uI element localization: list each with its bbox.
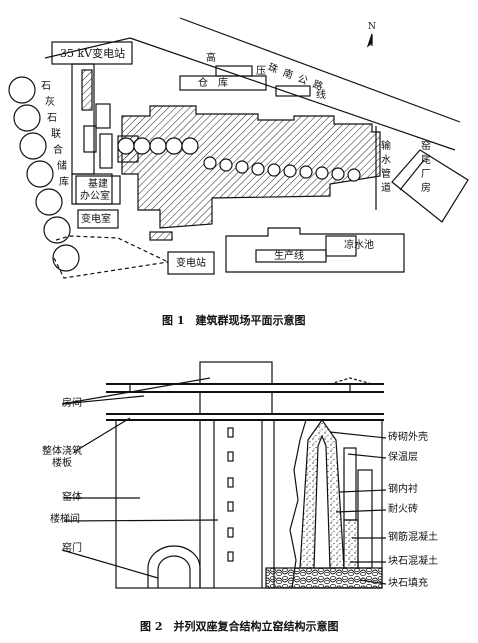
- ly-1: 石: [41, 81, 51, 92]
- substation-room-label: 变电室: [81, 214, 111, 225]
- left-leaders: [61, 377, 219, 579]
- floor-slab-label-1: 整体浇筑: [42, 446, 82, 457]
- kt-2: 尾: [421, 155, 431, 166]
- kiln-door-arch: [147, 545, 201, 588]
- room-label: 房间: [62, 398, 82, 409]
- kt-1: 窑: [421, 141, 431, 152]
- high-voltage-char-1: 高: [206, 53, 216, 64]
- rubble-concrete-label: 块石混凝土: [388, 556, 438, 567]
- limestone-silos: [8, 76, 80, 272]
- substation-room-box: [77, 209, 119, 229]
- cooling-pool-building: [225, 227, 405, 273]
- kiln-body: [115, 419, 383, 589]
- conveyor-blocks: [71, 63, 113, 205]
- ly-3: 石: [47, 113, 57, 124]
- figure1-site-plan: [8, 17, 469, 279]
- small-substation-box: [167, 251, 215, 275]
- ly-7: 库: [59, 177, 69, 188]
- kiln-tail-label: 窑 尾 厂 房: [420, 140, 432, 196]
- kt-4: 房: [421, 183, 431, 194]
- road-edge-south: [129, 37, 456, 151]
- rubble-fill-base: [265, 567, 383, 589]
- rubble-fill-label: 块石填充: [388, 578, 428, 589]
- production-line-label: 生产线: [274, 251, 304, 262]
- concrete-layer: [343, 519, 359, 569]
- wp-4: 道: [381, 183, 391, 194]
- roof-room: [199, 361, 273, 385]
- cutaway-break: [289, 419, 307, 589]
- north-arrow-icon: [366, 33, 373, 48]
- floor-slab-label-2: 楼板: [52, 458, 72, 469]
- figure1-caption: 图 1 建筑群现场平面示意图: [162, 314, 306, 327]
- stairwell-label: 楼梯间: [50, 514, 80, 525]
- cooling-pool-label: 凉水池: [344, 240, 374, 251]
- kiln-circles: [117, 137, 361, 182]
- ly-6: 储: [57, 161, 67, 172]
- steel-lining-label: 钢内衬: [388, 484, 418, 495]
- small-substation-label: 变电站: [176, 258, 206, 269]
- kiln-body-label: 窑体: [62, 492, 82, 503]
- small-building-2: [275, 85, 311, 97]
- north-label: N: [368, 22, 376, 32]
- brick-shell-label: 砖砌外壳: [388, 432, 428, 443]
- warehouse-label: 仓 库: [198, 78, 228, 89]
- insulation-label: 保温层: [388, 452, 418, 463]
- small-building-1: [215, 65, 253, 77]
- wp-2: 水: [381, 155, 391, 166]
- refractory-brick-label: 耐火砖: [388, 504, 418, 515]
- road-edge-north: [179, 17, 461, 123]
- rc-concrete-label: 钢筋混凝土: [388, 532, 438, 543]
- kt-3: 厂: [421, 169, 431, 180]
- right-leaders: [329, 431, 387, 585]
- kiln-tail-building: [391, 149, 469, 223]
- water-pipe-label: 输 水 管 道: [380, 140, 392, 196]
- high-voltage-char-3: 线: [316, 90, 326, 101]
- office-label-1: 基建: [88, 179, 108, 190]
- stairwell-windows: [227, 427, 234, 562]
- high-voltage-char-2: 压: [256, 66, 266, 77]
- dashed-conveyor: [53, 257, 169, 279]
- office-box: [75, 175, 121, 205]
- wp-1: 输: [381, 141, 391, 152]
- figure2-caption: 图 2 并列双座复合结构立窑结构示意图: [140, 620, 339, 633]
- road-edge-west: [44, 37, 131, 59]
- ly-5: 合: [53, 145, 63, 156]
- figure2-kiln-elevation: [61, 361, 387, 589]
- kiln-door-label: 窑门: [62, 543, 82, 554]
- substation-35kv-label: 35 kV变电站: [60, 47, 126, 60]
- ly-2: 灰: [45, 97, 55, 108]
- limestone-yard-label: 石 灰 石 联 合 储 库: [40, 80, 69, 188]
- wp-3: 管: [381, 169, 391, 180]
- office-label-2: 办公室: [80, 191, 110, 202]
- ly-4: 联: [51, 129, 61, 140]
